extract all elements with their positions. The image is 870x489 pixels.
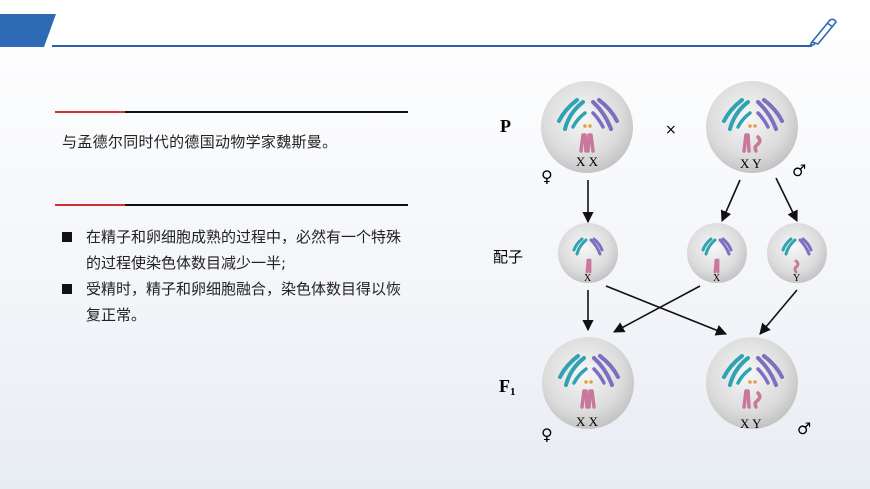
pen-icon <box>808 18 837 48</box>
arrow <box>720 179 741 223</box>
list-item: 受精时，精子和卵细胞融合，染色体数目得以恢复正常。 <box>62 276 414 328</box>
header-accent-block <box>0 14 56 47</box>
gamete-egg-x: X <box>558 223 618 284</box>
parent-male-cell: X Y <box>706 81 798 173</box>
chromosome-label: X X <box>576 414 599 429</box>
chromosome-label: X X <box>576 154 599 169</box>
generation-label-p: P <box>500 116 511 136</box>
gamete-sperm-x: X <box>687 223 747 284</box>
female-symbol-icon: ♀ <box>541 167 553 186</box>
male-symbol-icon: ♂ <box>797 419 811 438</box>
intro-top-rule <box>55 111 408 113</box>
cross-symbol: × <box>665 122 677 138</box>
arrow <box>759 289 798 335</box>
offspring-male-cell: X Y <box>706 337 798 431</box>
gamete-sperm-y: Y <box>767 223 827 284</box>
chromosome-label: X <box>713 273 721 284</box>
bullet-list: 在精子和卵细胞成熟的过程中，必然有一个特殊的过程使染色体数目减少一半; 受精时，… <box>62 224 414 328</box>
parent-female-cell: X X <box>541 81 633 173</box>
f1-subscript: 1 <box>510 386 516 398</box>
chromosome-label: X <box>584 273 592 284</box>
bullet-square-icon <box>62 232 72 242</box>
arrow <box>613 285 701 333</box>
bullet-text: 在精子和卵细胞成熟的过程中，必然有一个特殊的过程使染色体数目减少一半; <box>86 228 402 272</box>
offspring-female-cell: X X <box>542 337 634 429</box>
intro-bottom-rule <box>55 204 408 206</box>
arrow <box>775 177 798 223</box>
f1-letter: F <box>499 376 510 396</box>
generation-label-f1: F1 <box>499 376 516 398</box>
arrow <box>605 285 728 336</box>
bullet-text: 受精时，精子和卵细胞融合，染色体数目得以恢复正常。 <box>86 280 402 324</box>
header-divider-line <box>52 45 812 47</box>
bullet-square-icon <box>62 284 72 294</box>
chromosome-label: Y <box>793 273 800 284</box>
intro-text: 与孟德尔同时代的德国动物学家魏斯曼。 <box>62 133 338 151</box>
male-symbol-icon: ♂ <box>792 161 806 180</box>
chromosome-label: X Y <box>740 416 762 431</box>
generation-label-gametes: 配子 <box>493 248 523 266</box>
female-symbol-icon: ♀ <box>541 425 553 444</box>
chromosome-label: X Y <box>740 156 762 171</box>
list-item: 在精子和卵细胞成熟的过程中，必然有一个特殊的过程使染色体数目减少一半; <box>62 224 414 276</box>
